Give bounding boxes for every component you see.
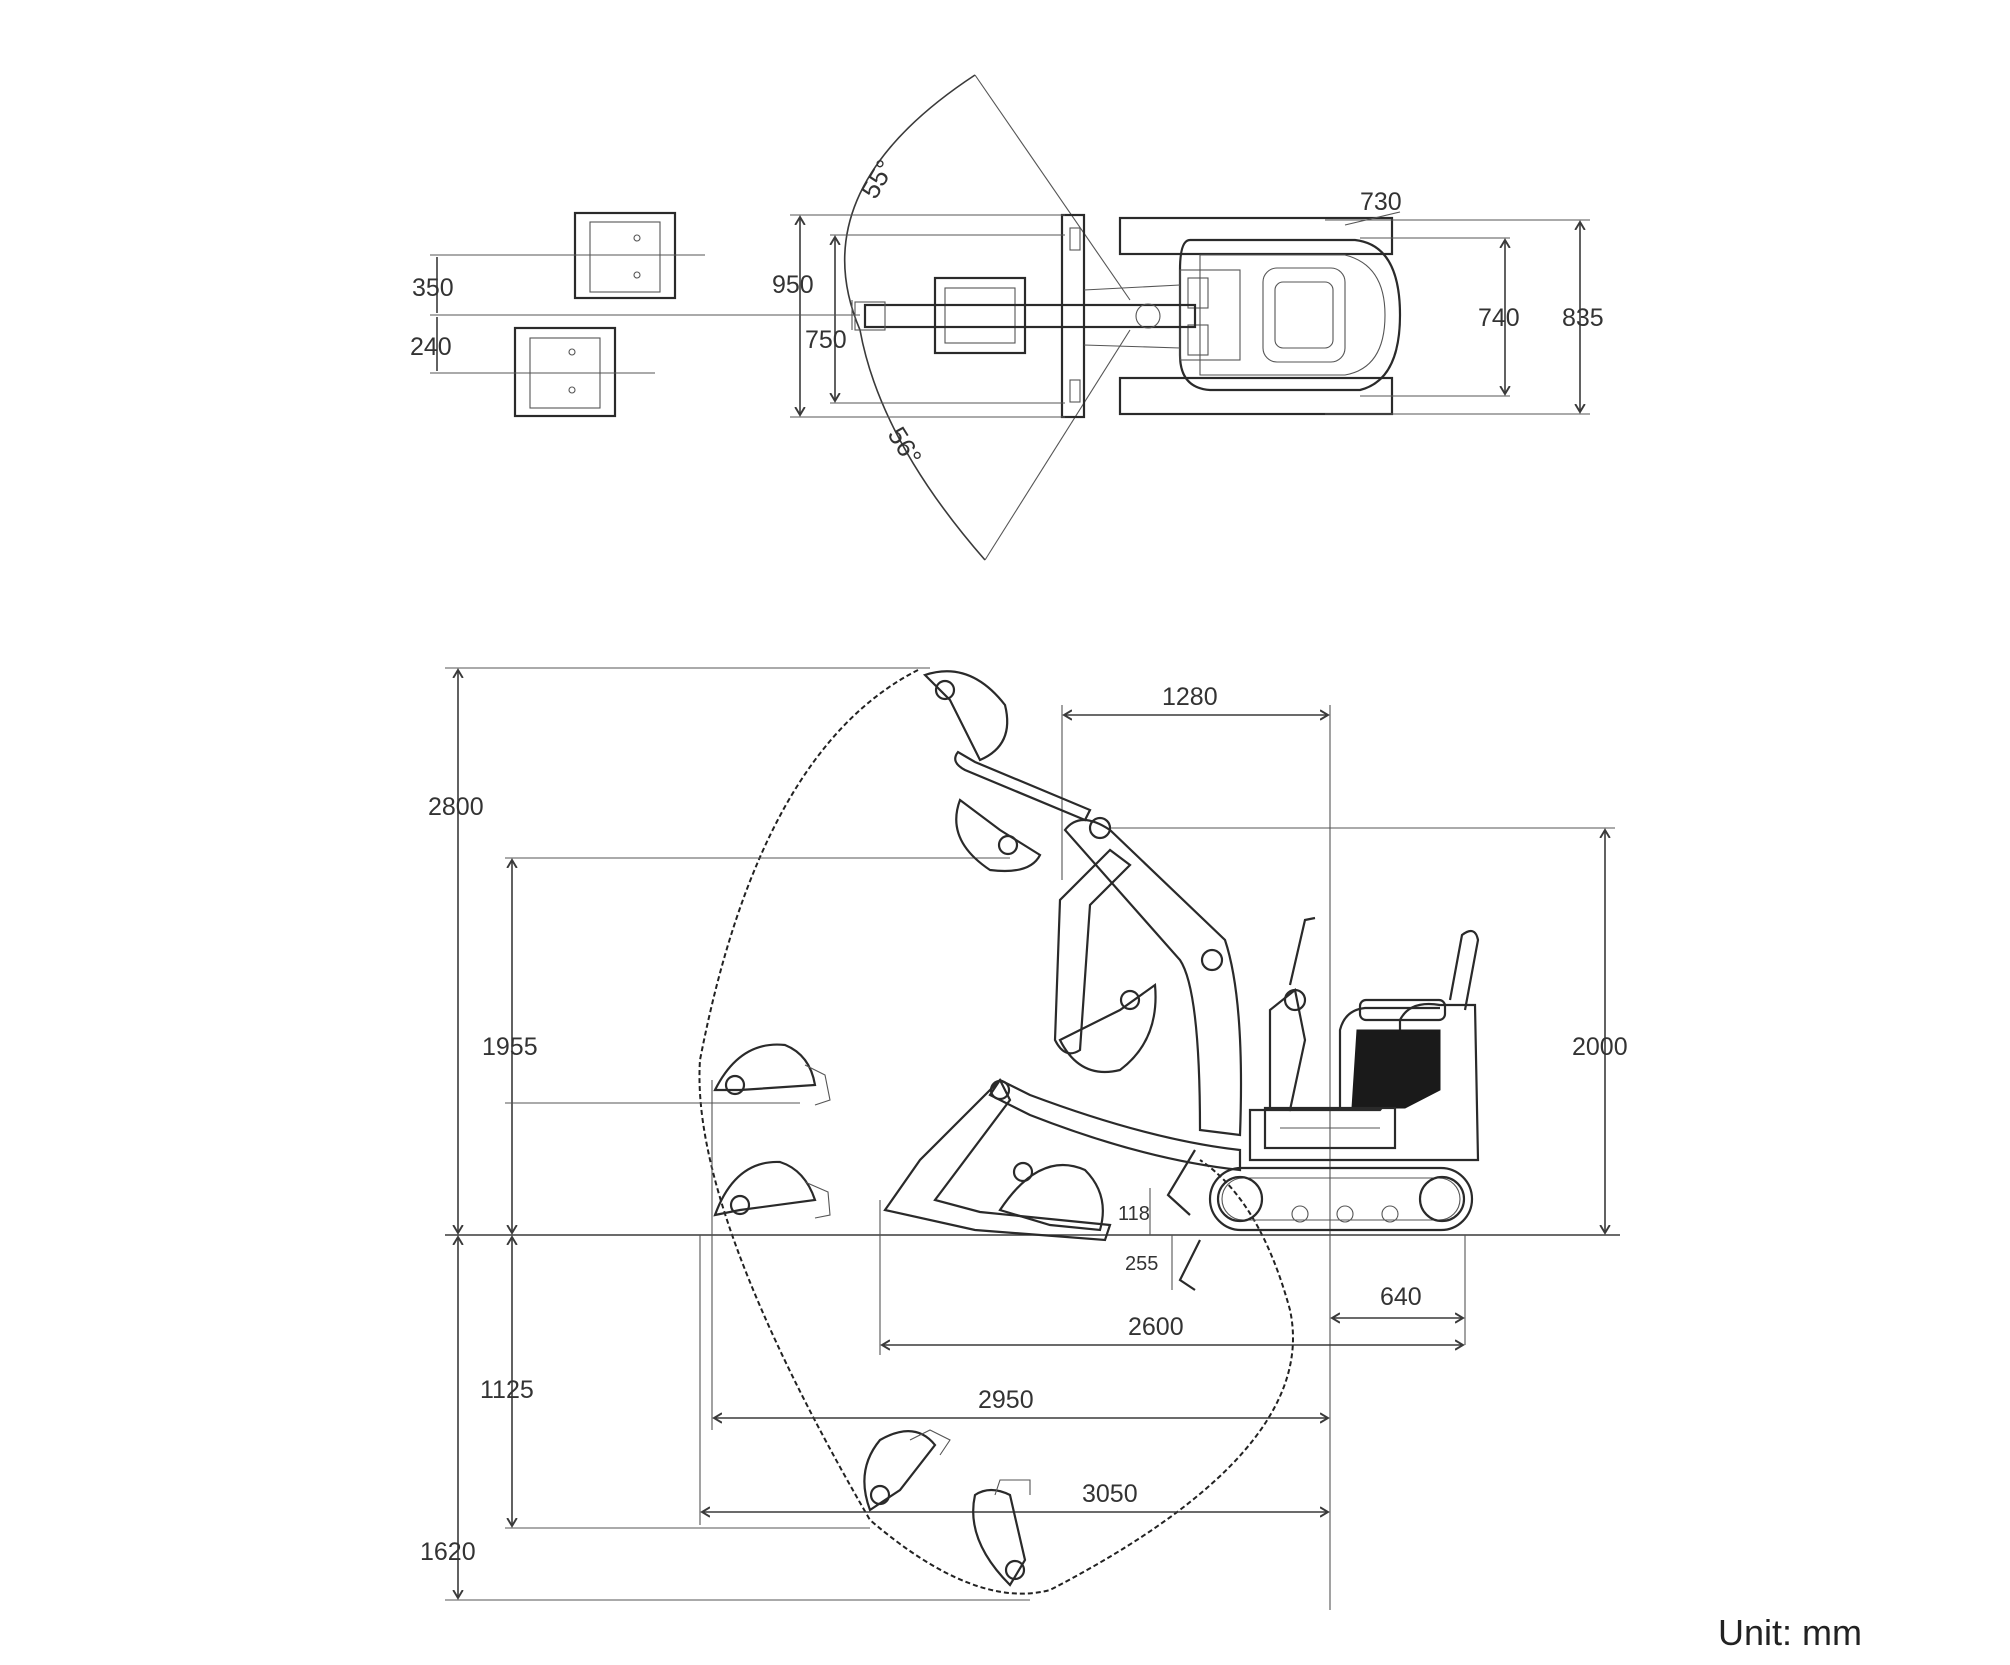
crawler-track [1208,1166,1474,1232]
dim-350: 350 [412,274,454,302]
bucket-pose-deep-left [863,1429,951,1512]
bucket-pose-top [922,670,1009,762]
boom [863,303,1197,329]
dim-640: 640 [1380,1283,1422,1311]
bucket-pose-left-upper [713,1043,831,1106]
angle-lower-label: 56° [882,421,928,470]
dim-118: 118 [1118,1203,1150,1225]
dim-2600: 2600 [1128,1313,1184,1341]
dim-740: 740 [1478,304,1520,332]
dim-1955: 1955 [482,1033,538,1061]
bucket-350-top [573,211,705,300]
side-view: 2800 1955 1125 1620 1280 2000 118 255 64… [420,667,1628,1610]
dim-750: 750 [805,326,847,354]
dim-240: 240 [410,333,452,361]
bucket-pose-ground [998,1161,1104,1232]
dim-835: 835 [1562,304,1604,332]
dim-1125: 1125 [480,1376,534,1404]
angle-upper-label: 55° [855,154,901,203]
control-lever [1288,916,1316,986]
boom-housing [933,276,1027,355]
dim-255: 255 [1125,1253,1158,1275]
bucket-240-top [513,326,655,418]
bucket-pose-mid [955,798,1042,873]
track-left [1118,216,1394,256]
dim-730: 730 [1360,188,1402,216]
dim-1280: 1280 [1162,683,1218,711]
dim-2000: 2000 [1572,1033,1628,1061]
boom-arm-raised [954,750,1243,1137]
dim-950: 950 [772,271,814,299]
bucket-pose-left-lower [713,1160,831,1219]
control-tower [1268,988,1307,1112]
operator-seat [1262,267,1346,363]
upper-structure-side [1248,916,1480,1162]
engine-block [1263,1106,1397,1150]
bucket-pose-arm-down [1058,982,1157,1074]
cab-panel [1351,1029,1441,1109]
unit-label: Unit: mm [1718,1612,1862,1653]
dozer-blade [1060,213,1086,419]
seat-base [1358,998,1447,1022]
engine-cover [1179,269,1241,361]
seat-back [1448,929,1480,1011]
bucket-top [854,301,886,331]
track-right [1118,376,1394,416]
dim-2950: 2950 [978,1386,1034,1414]
dim-3050: 3050 [1082,1480,1138,1508]
upper-structure [1178,238,1402,392]
swing-ray-upper [974,74,1131,301]
dim-1620: 1620 [420,1538,476,1566]
swing-ray-lower [984,329,1131,561]
working-envelope [698,669,1294,1595]
dim-2800: 2800 [428,793,484,821]
boom-arm-lowered [883,1078,1242,1242]
dozer-blade-side [1166,1149,1196,1216]
bucket-pose-deep-right [972,1479,1031,1587]
top-view: 55° 56° 835 740 730 [410,74,1604,561]
